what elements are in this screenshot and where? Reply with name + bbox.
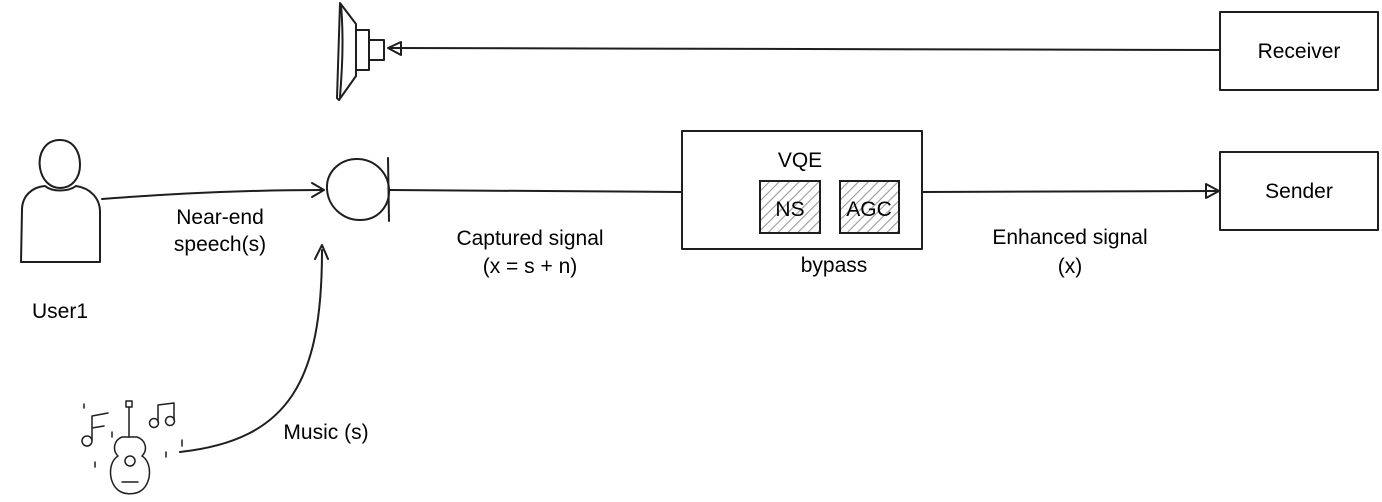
guitar-music-icon — [81, 400, 183, 495]
near-end-label-2: speech(s) — [174, 233, 266, 256]
enhanced-label-1: Enhanced signal — [992, 226, 1147, 249]
bypass-label: bypass — [801, 254, 868, 277]
sender-node: Sender — [1219, 151, 1379, 231]
receiver-node: Receiver — [1219, 11, 1379, 91]
speech-arrow — [101, 182, 325, 200]
near-end-label-1: Near-end — [176, 206, 264, 229]
captured-signal-line — [389, 189, 683, 193]
captured-label-2: (x = s + n) — [483, 255, 578, 278]
vqe-node: VQE NS AGC — [681, 130, 923, 250]
vqe-label: VQE — [778, 149, 822, 172]
microphone-icon — [325, 157, 391, 222]
agc-block: AGC — [839, 180, 900, 234]
receiver-label: Receiver — [1258, 40, 1341, 63]
sender-label: Sender — [1265, 180, 1333, 203]
ns-label: NS — [775, 198, 804, 221]
receiver-to-speaker-arrow — [387, 41, 1221, 56]
speaker-icon — [336, 2, 385, 101]
music-label: Music (s) — [283, 421, 368, 444]
enhanced-signal-arrow — [921, 183, 1220, 199]
music-arrow — [179, 244, 329, 453]
enhanced-label-2: (x) — [1058, 255, 1083, 278]
ns-block: NS — [759, 180, 821, 234]
user-icon — [20, 139, 101, 263]
agc-label: AGC — [846, 198, 892, 221]
user-label: User1 — [32, 300, 88, 323]
captured-label-1: Captured signal — [456, 227, 603, 250]
